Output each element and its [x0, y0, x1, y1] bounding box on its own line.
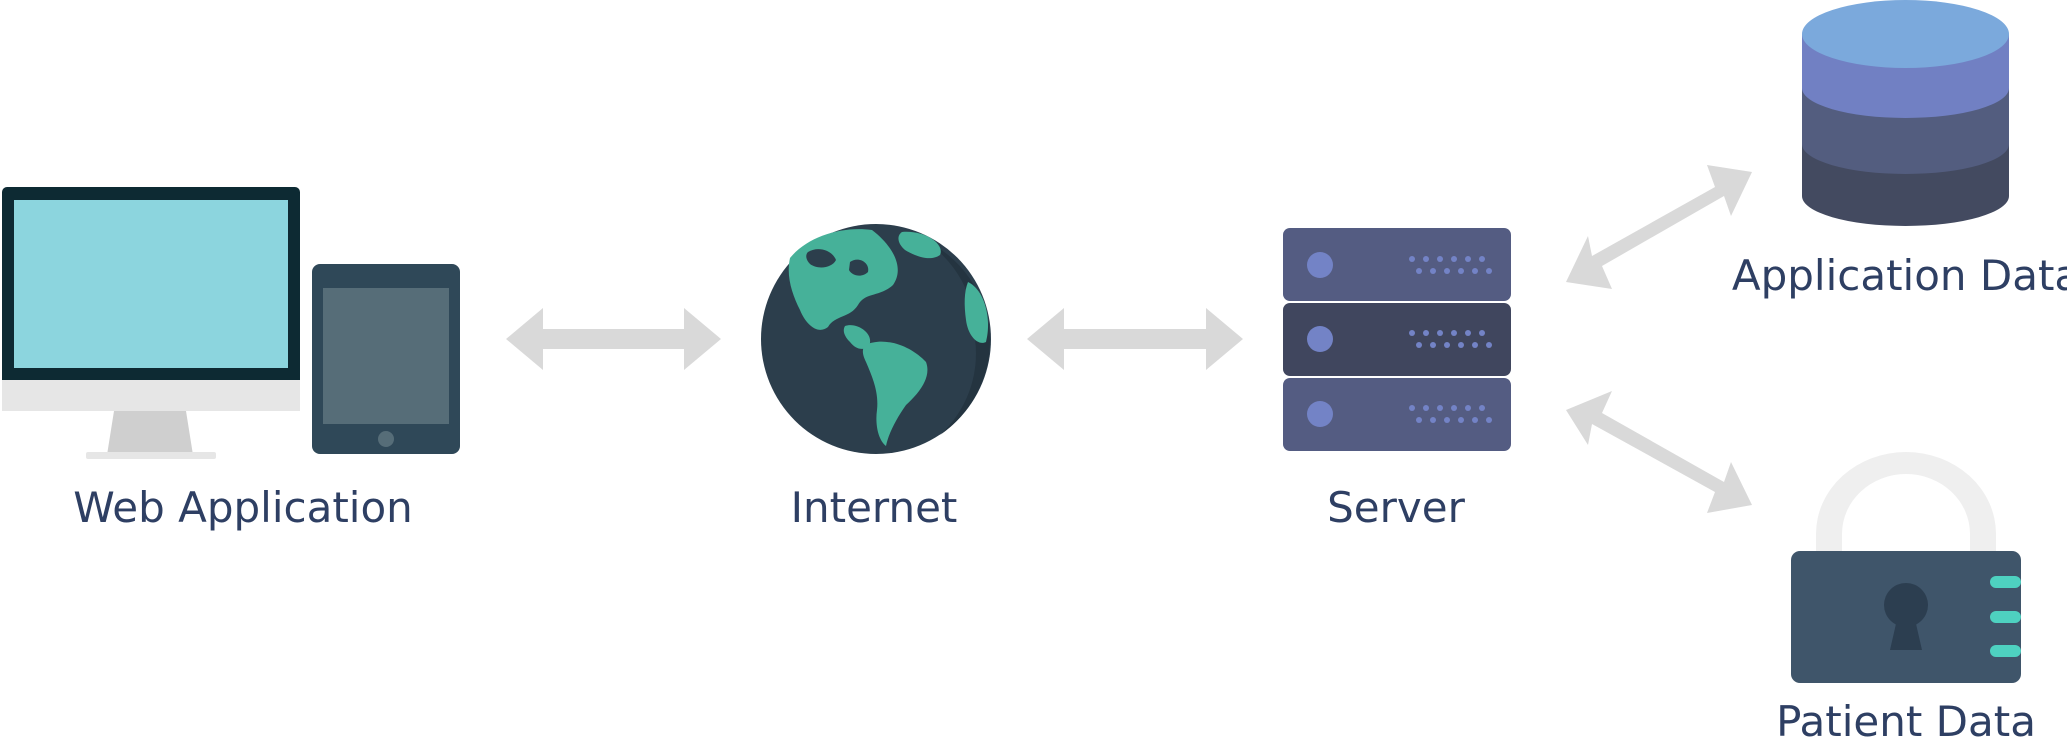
server-unit-bottom	[1283, 378, 1511, 451]
arrow-server-to-application-data	[1566, 165, 1752, 289]
arrow-web-to-internet	[506, 308, 721, 370]
padlock-icon	[1791, 452, 2021, 683]
arrow-server-to-patient-data	[1566, 391, 1752, 513]
internet-node: Internet	[761, 224, 991, 532]
server-node: Server	[1283, 228, 1511, 532]
server-unit-middle	[1283, 303, 1511, 376]
application-data-label: Application Data	[1732, 251, 2067, 300]
database-icon	[1802, 0, 2009, 227]
web-application-label: Web Application	[73, 483, 413, 532]
server-rack-icon	[1283, 228, 1511, 451]
internet-label: Internet	[791, 483, 958, 532]
tablet-icon	[312, 264, 460, 454]
web-application-node: Web Application	[2, 187, 460, 532]
patient-data-label: Patient Data	[1776, 697, 2036, 745]
application-data-node: Application Data	[1732, 0, 2067, 300]
desktop-monitor-icon	[2, 187, 300, 459]
globe-icon	[761, 224, 991, 454]
server-label: Server	[1327, 483, 1465, 532]
patient-data-node: Patient Data	[1776, 452, 2036, 745]
arrow-internet-to-server	[1027, 308, 1243, 370]
lock-shackle	[1816, 452, 1996, 555]
server-unit-top	[1283, 228, 1511, 301]
